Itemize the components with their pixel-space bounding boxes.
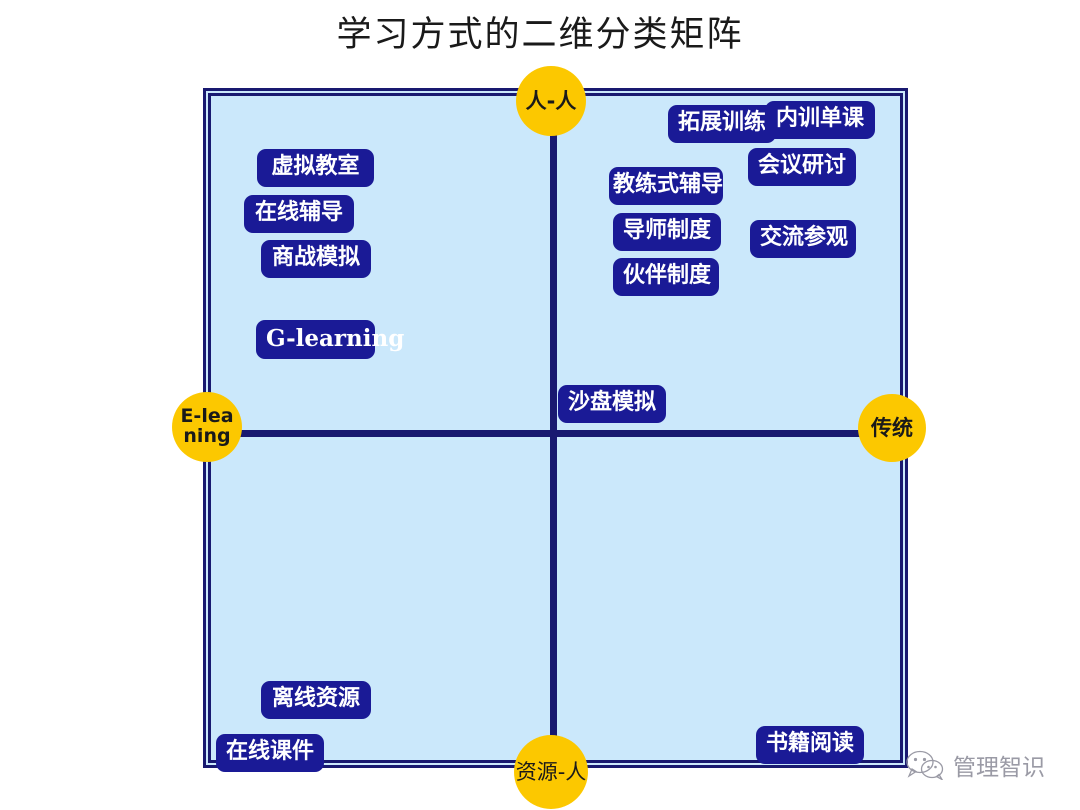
axis-label-traditional[interactable]: 传统 [858, 394, 926, 462]
chip-online-tutoring[interactable]: 在线辅导 [244, 195, 354, 233]
chip-buddy-system[interactable]: 伙伴制度 [613, 258, 719, 296]
chip-g-learning[interactable]: G-learning [256, 320, 404, 359]
chip-book-reading[interactable]: 书籍阅读 [756, 726, 864, 764]
chip-conference-seminar[interactable]: 会议研讨 [748, 148, 856, 186]
chip-exchange-visit[interactable]: 交流参观 [750, 220, 856, 258]
axis-label-person-to-person[interactable]: 人-人 [516, 66, 586, 136]
page-title: 学习方式的二维分类矩阵 [336, 15, 744, 55]
chip-coaching-guidance[interactable]: 教练式辅导 [609, 167, 723, 205]
watermark-label: 管理智识 [953, 755, 1045, 781]
chip-business-war-simulation[interactable]: 商战模拟 [261, 240, 371, 278]
wechat-icon [905, 750, 945, 780]
chip-internal-single-course[interactable]: 内训单课 [765, 101, 875, 139]
chip-mentor-system[interactable]: 导师制度 [613, 213, 721, 251]
axis-label-e-learning[interactable]: E-lea ning [172, 392, 242, 462]
chip-virtual-classroom[interactable]: 虚拟教室 [257, 149, 374, 187]
watermark: 管理智识 [905, 748, 1045, 782]
axis-label-resource-to-person[interactable]: 资源-人 [514, 735, 588, 809]
vertical-axis-line [550, 88, 557, 768]
chip-outdoor-training[interactable]: 拓展训练 [668, 105, 776, 143]
chip-online-courseware[interactable]: 在线课件 [216, 734, 324, 772]
chip-offline-resource[interactable]: 离线资源 [261, 681, 371, 719]
chip-sandbox-simulation[interactable]: 沙盘模拟 [558, 385, 666, 423]
